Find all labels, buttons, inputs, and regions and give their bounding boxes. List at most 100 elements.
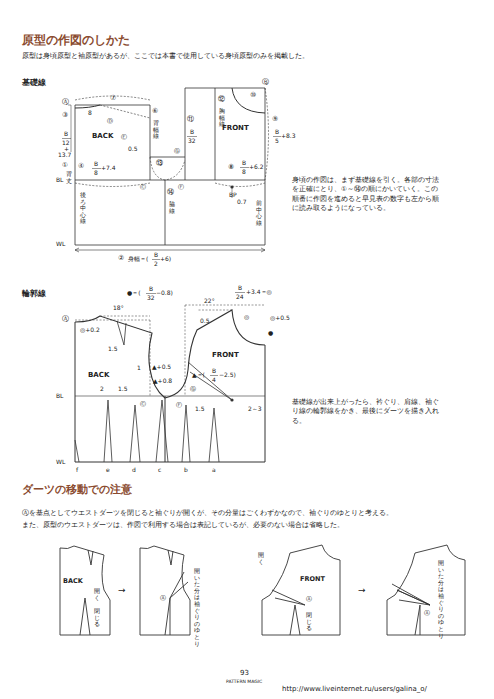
- pattern-label: 開く: [258, 552, 264, 565]
- pattern-label: Ⓓ: [107, 118, 113, 124]
- pattern-label: 8: [94, 170, 98, 176]
- pattern-label: ③: [62, 112, 68, 119]
- pattern-label: Ⓐ: [62, 316, 69, 323]
- pattern-label: ⑧: [228, 164, 234, 171]
- pattern-label: +3.4＝◎: [246, 289, 272, 295]
- pattern-label: b: [184, 467, 188, 473]
- pattern-label: ①: [62, 162, 68, 169]
- pattern-label: 1.5: [108, 346, 118, 352]
- pattern-label: 8: [88, 110, 92, 116]
- pattern-label: ▲+0.5: [152, 364, 171, 370]
- pattern-label: B: [64, 131, 68, 137]
- pattern-label: BL: [56, 177, 63, 183]
- pattern-label: 1.5: [118, 386, 128, 392]
- pattern-label: B: [94, 161, 98, 167]
- pattern-label: 1: [137, 365, 141, 371]
- page-title: 原型の作図のしかた: [22, 34, 130, 46]
- section-heading: BACK: [88, 372, 109, 379]
- section-heading: FRONT: [300, 576, 325, 583]
- note-text: 基礎線が出来上がったら、衿ぐり、肩線、袖ぐり線の輪郭線をかき、最後にダーツを描き…: [292, 398, 442, 426]
- pattern-label: +6.2: [249, 164, 264, 170]
- pattern-label: 13.7: [58, 152, 71, 158]
- pattern-label: B: [149, 286, 153, 292]
- pattern-label: 身幅＝(: [128, 256, 148, 262]
- section-heading: FRONT: [222, 125, 249, 132]
- pattern-label: ⑪: [187, 116, 194, 123]
- pattern-label: BP: [229, 192, 237, 198]
- pattern-label: 原型は身頃原型と袖原型があるが、ここでは本書で使用している身頃原型のみを掲載した…: [22, 53, 309, 60]
- pattern-label: 0.5: [128, 146, 138, 152]
- pattern-label: ◎: [244, 314, 249, 320]
- section-heading: 基礎線: [22, 79, 46, 87]
- pattern-label: −0.8): [156, 290, 173, 296]
- pattern-label: B: [154, 252, 158, 258]
- pattern-label: ②: [118, 255, 124, 262]
- pattern-label: PATTERN MAGIC: [226, 680, 262, 685]
- section-heading: ダーツの移動での注意: [22, 484, 132, 495]
- pattern-label: ⑥: [152, 108, 158, 115]
- pattern-label: Ⓐを基点としてウエストダーツを閉じると袖ぐりが開くが、その分量はごくわずかなので…: [22, 510, 393, 517]
- pattern-label: 32: [147, 295, 155, 301]
- pattern-label: Ⓕ: [176, 402, 182, 408]
- pattern-label: BL: [56, 393, 63, 399]
- pattern-label: 24: [236, 294, 244, 300]
- pattern-label: ⑩: [250, 92, 256, 99]
- pattern-label: d: [132, 467, 136, 473]
- pattern-label: 背幅線: [153, 120, 159, 140]
- pattern-label: Ⓑ: [262, 79, 269, 86]
- section-heading: BACK: [92, 133, 113, 140]
- pattern-label: 18°: [113, 305, 124, 311]
- pattern-label: Ⓐ: [160, 595, 166, 601]
- pattern-label: http://www.liveinternet.ru/users/galina_…: [282, 686, 427, 693]
- section-heading: FRONT: [212, 352, 239, 359]
- pattern-label: ●: [268, 330, 273, 336]
- section-heading: BACK: [63, 578, 83, 585]
- pattern-label: B: [242, 160, 246, 166]
- pattern-label: 8: [242, 169, 246, 175]
- pattern-label: 背丈: [66, 171, 72, 184]
- pattern-label: ◎+0.2: [80, 327, 100, 333]
- pattern-label: Ⓐ: [306, 596, 312, 602]
- pattern-label: 0.7: [237, 199, 247, 205]
- pattern-label: 前中心線: [256, 200, 262, 226]
- pattern-label: 2: [100, 386, 104, 392]
- pattern-label: +7.4: [101, 165, 116, 171]
- pattern-label: +8.3: [281, 133, 296, 139]
- pattern-label: →: [358, 586, 366, 595]
- pattern-label: 閉じる: [306, 612, 312, 632]
- pattern-label: ⑭: [167, 189, 174, 196]
- section-heading: 輪郭線: [22, 290, 46, 298]
- pattern-label: Ⓒ: [140, 401, 146, 407]
- pattern-label: ⑬: [156, 160, 163, 167]
- pattern-label: 開いた分は袖ぐりのゆとり: [194, 568, 200, 647]
- pattern-label: Ⓐ: [424, 610, 430, 616]
- pattern-label: 2～3: [248, 406, 262, 412]
- pattern-label: 開いた分は袖ぐりのゆとり: [438, 560, 444, 639]
- pattern-label: 1.5: [195, 406, 205, 412]
- pattern-label: 32: [188, 138, 196, 144]
- pattern-label: +6): [160, 256, 171, 262]
- pattern-label: 22°: [204, 298, 215, 304]
- pattern-label: Ⓕ: [178, 184, 184, 190]
- pattern-label: 0.5: [200, 318, 210, 324]
- pattern-label: ⑫: [218, 96, 225, 103]
- pattern-label: f: [76, 467, 78, 473]
- pattern-label: 2: [154, 261, 158, 267]
- pattern-label: 4: [212, 377, 216, 383]
- pattern-label: B: [212, 368, 216, 374]
- pattern-label: B: [275, 129, 279, 135]
- pattern-label: Ⓐ: [62, 99, 69, 106]
- pattern-label: WL: [56, 459, 65, 465]
- pattern-label: 後ろ中心線: [80, 192, 86, 225]
- pattern-label: ⑨: [272, 116, 278, 123]
- pattern-label: Ⓔ: [121, 134, 127, 140]
- pattern-label: また、原型のウエストダーツは、作図で利用する場合は表記しているが、必要のない場合…: [22, 522, 344, 529]
- note-text: 身頃の作図は、まず基礎線を引く。各部の寸法を正確にとり、①～⑭の順にかいていく。…: [292, 176, 442, 214]
- pattern-label: 開く: [94, 588, 100, 601]
- pattern-label: Ⓒ: [140, 184, 146, 190]
- pattern-label: Ⓖ: [174, 148, 180, 154]
- pattern-label: B: [238, 285, 242, 291]
- pattern-label: 閉じる: [94, 608, 100, 628]
- pattern-label: B: [190, 129, 194, 135]
